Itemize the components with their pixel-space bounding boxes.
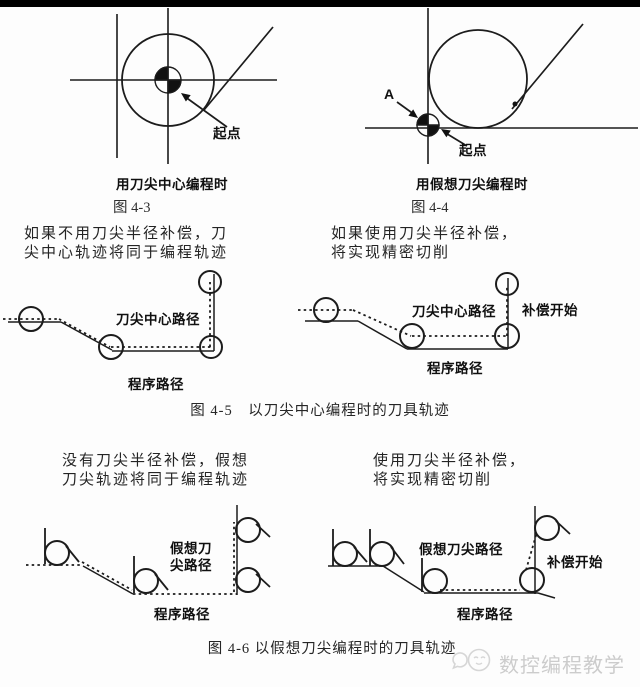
fig45-left-path-label: 刀尖中心路径	[116, 312, 200, 327]
fig46-left-program-label: 程序路径	[154, 607, 210, 622]
workpiece-edge-line	[203, 26, 274, 111]
watermark-text: 数控编程教学	[499, 655, 625, 677]
bubble-face	[473, 656, 486, 665]
registration-mark	[416, 113, 440, 137]
fig44-caption: 用假想刀尖编程时	[416, 177, 528, 192]
fig45-right-path-label: 刀尖中心路径	[412, 304, 496, 319]
paragraph-with-compensation: 如果使用刀尖半径补偿， 将实现精密切削	[331, 225, 518, 263]
tool-nose-circles	[313, 272, 520, 349]
start-point-arrow	[181, 93, 228, 128]
fig46-right-diagram	[328, 506, 571, 599]
label-line: 假想刀	[170, 541, 212, 556]
point-a-arrow	[396, 101, 418, 118]
fig44-imaginary-tip-diagram	[365, 8, 638, 164]
fig45-right-program-label: 程序路径	[427, 361, 483, 376]
paragraph-line: 没有刀尖半径补偿，假想	[62, 453, 250, 469]
fig45-left-program-label: 程序路径	[128, 377, 184, 392]
fig43-caption: 用刀尖中心编程时	[116, 177, 228, 192]
tool-3	[235, 517, 271, 543]
fig43-number: 图 4-3	[113, 200, 151, 216]
fig46-right-comp-label: 补偿开始	[547, 555, 603, 570]
fig43-tool-center-diagram	[70, 8, 277, 164]
paragraph-line: 如果使用刀尖半径补偿，	[331, 226, 519, 242]
small-bubble	[452, 652, 468, 670]
tool-nose-circles	[18, 270, 223, 360]
fig46-left-diagram	[26, 505, 271, 595]
registration-mark	[154, 66, 182, 94]
paragraph-line: 如果不用刀尖半径补偿，刀	[24, 226, 229, 242]
tool-nose-circle	[121, 33, 215, 127]
program-path-solid	[8, 274, 215, 352]
fig46-right-program-label: 程序路径	[457, 607, 513, 622]
start-point-arrow	[441, 129, 468, 147]
tool-center-path-dotted	[3, 282, 211, 348]
imaginary-tip-path-dotted	[440, 531, 538, 591]
fig46-right-path-label: 假想刀尖路径	[419, 542, 503, 557]
top-border-bar	[0, 0, 640, 7]
tool-4	[235, 567, 271, 593]
fig46-left-path-label: 假想刀 尖路径	[170, 540, 212, 574]
paragraph-line: 将实现精密切削	[373, 472, 493, 488]
fig45-right-comp-label: 补偿开始	[522, 303, 578, 318]
fig45-caption: 图 4-5 以刀尖中心编程时的刀具轨迹	[190, 403, 450, 419]
fig45-left-diagram	[3, 270, 223, 360]
tangent-point-dot	[512, 101, 518, 107]
tool-1	[44, 528, 80, 566]
paragraph-line: 将实现精密切削	[331, 245, 451, 261]
tool-nose-circle	[428, 29, 528, 129]
paragraph-with-compensation-2: 使用刀尖半径补偿， 将实现精密切削	[373, 452, 526, 490]
tool-2	[369, 529, 405, 567]
tool-4	[519, 567, 545, 593]
fig43-start-point-label: 起点	[213, 126, 241, 141]
fig44-number: 图 4-4	[411, 200, 449, 216]
paragraph-line: 使用刀尖半径补偿，	[373, 453, 527, 469]
fig45-right-diagram	[298, 272, 520, 350]
tool-2	[133, 556, 169, 594]
tool-1	[332, 529, 368, 567]
fig44-start-point-label: 起点	[459, 143, 487, 158]
tool-3	[421, 558, 448, 594]
fig46-caption: 图 4-6 以假想刀尖编程时的刀具轨迹	[207, 641, 457, 657]
paragraph-no-compensation: 如果不用刀尖半径补偿，刀 尖中心轨迹将同于编程轨迹	[24, 225, 228, 263]
big-bubble	[467, 648, 491, 672]
chat-bubbles-logo-icon	[452, 648, 491, 672]
paragraph-no-compensation-2: 没有刀尖半径补偿，假想 刀尖轨迹将同于编程轨迹	[62, 452, 249, 490]
program-path-solid	[328, 506, 556, 599]
paragraph-line: 尖中心轨迹将同于编程轨迹	[24, 245, 229, 261]
fig44-point-a-label: A	[384, 86, 395, 102]
workpiece-edge-line	[511, 23, 584, 110]
paragraph-line: 刀尖轨迹将同于编程轨迹	[62, 472, 250, 488]
label-line: 尖路径	[170, 558, 212, 573]
tool-5	[534, 515, 571, 541]
